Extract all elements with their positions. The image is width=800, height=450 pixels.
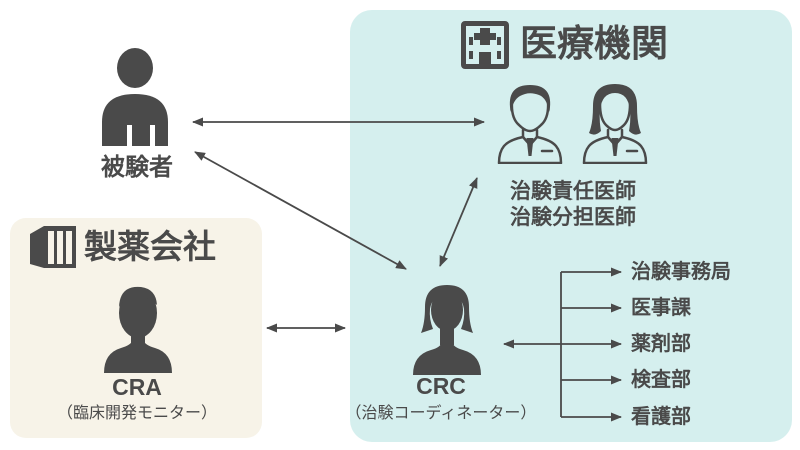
department-item: 薬剤部 [631,333,691,355]
pharma-title: 製薬会社 [84,228,216,265]
doctors-label: 治験責任医師 治験分担医師 [493,179,653,231]
male-doctor-icon [497,85,563,164]
building-icon [30,226,76,268]
subject-person-icon [102,48,168,146]
crc-subtitle: （治験コーディネーター） [345,405,537,422]
medical-title: 医療機関 [520,23,668,64]
crc-person-icon [413,285,481,375]
hospital-icon [461,21,509,69]
crc-name: CRC [416,373,466,399]
cra-subtitle: （臨床開発モニター） [56,405,217,422]
doctors-label-line2: 治験分担医師 [510,206,636,229]
subject-label: 被験者 [101,154,173,181]
department-item: 治験事務局 [631,261,731,283]
cra-name: CRA [112,374,162,400]
department-item: 看護部 [631,406,691,428]
department-item: 医事課 [631,297,691,319]
female-doctor-icon [582,84,648,164]
doctors-label-line1: 治験責任医師 [510,180,636,203]
department-item: 検査部 [631,369,691,391]
cra-person-icon [104,286,172,373]
